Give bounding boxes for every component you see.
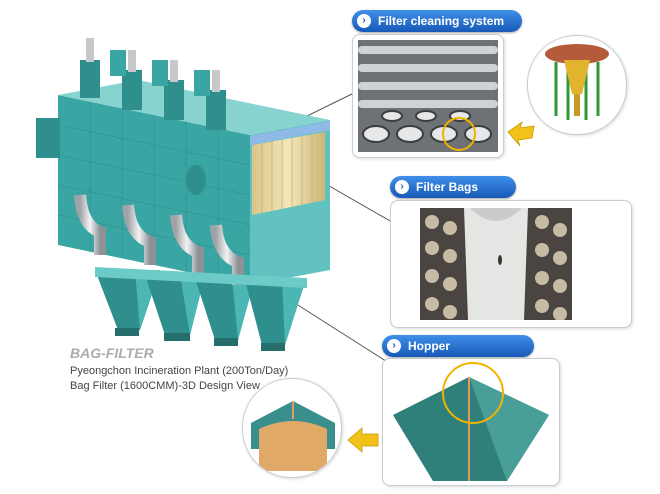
hopper-cones: [95, 270, 305, 351]
caption-line-2: Bag Filter (1600CMM)-3D Design View: [70, 380, 260, 392]
filter-cleaning-photo: [358, 40, 498, 152]
yellow-arrow-icon-hopper: [347, 427, 379, 453]
yellow-arrow-icon: [507, 120, 535, 147]
chevron-right-icon: ›: [357, 14, 371, 28]
filter-cleaning-system-label: › Filter cleaning system: [352, 10, 522, 32]
hopper-graphic: [393, 362, 549, 481]
caption-line-1: Pyeongchon Incineration Plant (200Ton/Da…: [70, 365, 289, 377]
filter-bags-photo-frame: [390, 200, 632, 328]
hopper-label: › Hopper: [382, 335, 534, 357]
nozzle-detail-graphic: [545, 44, 609, 120]
hopper-detail-graphic: [251, 401, 335, 471]
nozzle-detail-circle: [527, 35, 627, 135]
highlight-ring: [442, 362, 504, 424]
chevron-right-icon: ›: [387, 339, 401, 353]
chevron-right-icon: ›: [395, 180, 409, 194]
inlet-pipes: [74, 194, 244, 285]
diagram-title: BAG-FILTER: [70, 345, 154, 361]
hopper-detail-circle: [242, 378, 342, 478]
hopper-photo-frame: [382, 358, 560, 486]
filter-cleaning-photo-frame: [352, 34, 504, 158]
cleaning-headers: [80, 38, 226, 130]
filter-bags-label: › Filter Bags: [390, 176, 516, 198]
filter-bags-photo: [420, 208, 572, 320]
highlight-ring: [442, 117, 476, 151]
